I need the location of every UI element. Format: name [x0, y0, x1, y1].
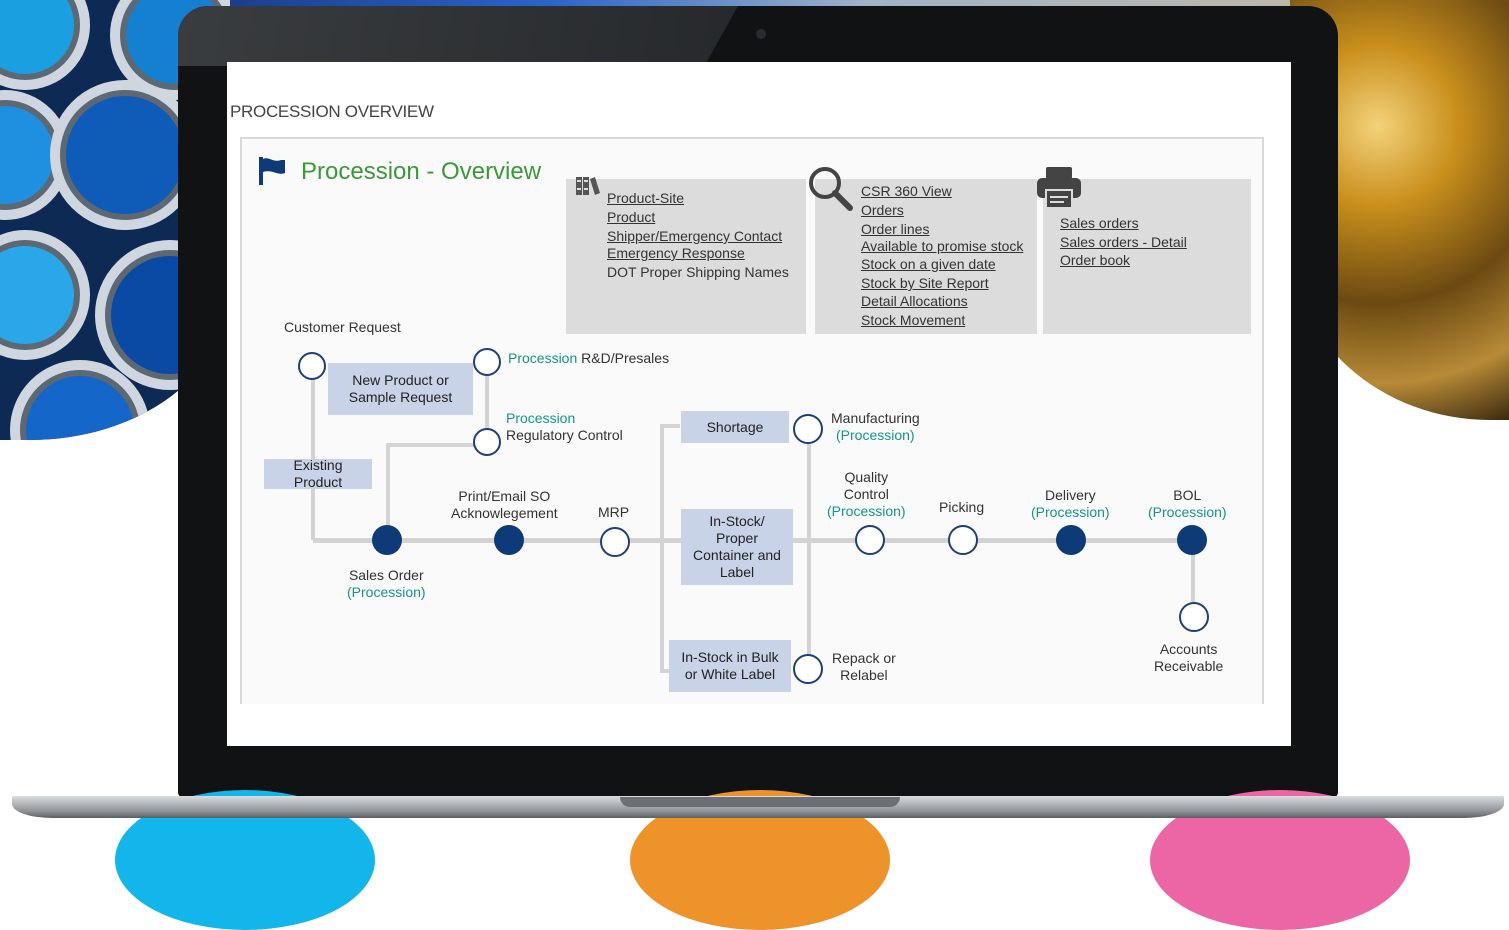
- rd-presales-node[interactable]: [473, 348, 501, 376]
- regulatory-control-node[interactable]: [473, 428, 501, 456]
- link-csr-360-view[interactable]: CSR 360 View: [861, 183, 952, 199]
- laptop-screen: PROCESSION OVERVIEW Procession - Overvie…: [227, 62, 1291, 746]
- mrp-label: MRP: [598, 504, 630, 520]
- connector: [386, 443, 489, 447]
- connector: [807, 434, 811, 666]
- page-header: PROCESSION OVERVIEW: [230, 102, 434, 121]
- sales-order-node[interactable]: [372, 525, 402, 555]
- search-icon: [809, 167, 853, 211]
- rd-presales-label: Procession R&D/Presales: [508, 350, 670, 366]
- quality-control-label: Quality Control (Procession): [827, 469, 906, 519]
- shortage-box: Shortage: [681, 411, 789, 443]
- accounts-receivable-node[interactable]: [1179, 602, 1209, 632]
- connector: [1191, 540, 1195, 618]
- customer-request-label: Customer Request: [284, 319, 401, 335]
- picking-node[interactable]: [948, 525, 978, 555]
- link-emergency-response[interactable]: Emergency Response: [607, 245, 745, 261]
- delivery-label: Delivery (Procession): [1031, 487, 1110, 520]
- link-product[interactable]: Product: [607, 209, 656, 225]
- connector: [660, 424, 664, 672]
- existing-product-box: Existing Product: [264, 457, 372, 490]
- print-email-node[interactable]: [494, 525, 524, 555]
- link-stock-movement[interactable]: Stock Movement: [861, 312, 966, 328]
- in-stock-bulk-box: In-Stock in Bulk or White Label: [669, 640, 791, 692]
- link-product-site[interactable]: Product-Site: [607, 190, 685, 206]
- camera-icon: [756, 29, 766, 39]
- bol-label: BOL (Procession): [1148, 487, 1227, 520]
- in-stock-box: In-Stock/ Proper Container and Label: [681, 509, 793, 585]
- link-sales-orders-detail[interactable]: Sales orders - Detail: [1060, 234, 1187, 250]
- product-menu-box: [566, 179, 806, 334]
- mrp-node[interactable]: [600, 527, 630, 557]
- laptop-sheen: [178, 6, 738, 66]
- laptop-base: [12, 796, 1504, 818]
- connector: [660, 424, 680, 428]
- bol-node[interactable]: [1177, 525, 1207, 555]
- regulatory-control-label: Procession Regulatory Control: [506, 410, 623, 443]
- delivery-node[interactable]: [1056, 525, 1086, 555]
- page-title: Procession - Overview: [301, 158, 542, 185]
- sales-order-label: Sales Order (Procession): [347, 567, 426, 600]
- link-dot-shipping-names[interactable]: DOT Proper Shipping Names: [607, 264, 789, 280]
- flag-icon: [259, 157, 285, 185]
- customer-request-node[interactable]: [298, 352, 326, 380]
- report-menu-box: [1043, 179, 1251, 334]
- printer-icon: [1037, 167, 1081, 209]
- connector: [311, 362, 315, 540]
- books-icon: [576, 177, 600, 195]
- repack-label: Repack or Relabel: [832, 650, 896, 683]
- link-sales-orders[interactable]: Sales orders: [1060, 215, 1139, 231]
- manufacturing-node[interactable]: [793, 414, 823, 444]
- link-order-book[interactable]: Order book: [1060, 252, 1131, 268]
- connector: [386, 443, 390, 539]
- link-shipper-emergency-contact[interactable]: Shipper/Emergency Contact: [607, 228, 783, 244]
- picking-label: Picking: [939, 499, 985, 515]
- laptop-notch: [620, 797, 900, 807]
- link-stock-on-date[interactable]: Stock on a given date: [861, 256, 996, 272]
- link-available-to-promise[interactable]: Available to promise stock: [861, 238, 1024, 254]
- new-product-box: New Product or Sample Request: [328, 363, 473, 415]
- manufacturing-label: Manufacturing (Procession): [831, 410, 920, 443]
- link-orders[interactable]: Orders: [861, 202, 904, 218]
- link-order-lines[interactable]: Order lines: [861, 221, 930, 237]
- connector: [485, 359, 489, 445]
- print-email-label: Print/Email SO Acknowlegement: [451, 488, 558, 521]
- link-detail-allocations[interactable]: Detail Allocations: [861, 293, 968, 309]
- repack-node[interactable]: [793, 654, 823, 684]
- inquiry-menu-box: [815, 179, 1037, 334]
- quality-control-node[interactable]: [855, 525, 885, 555]
- link-stock-by-site[interactable]: Stock by Site Report: [861, 275, 989, 291]
- accounts-receivable-label: Accounts Receivable: [1154, 641, 1224, 674]
